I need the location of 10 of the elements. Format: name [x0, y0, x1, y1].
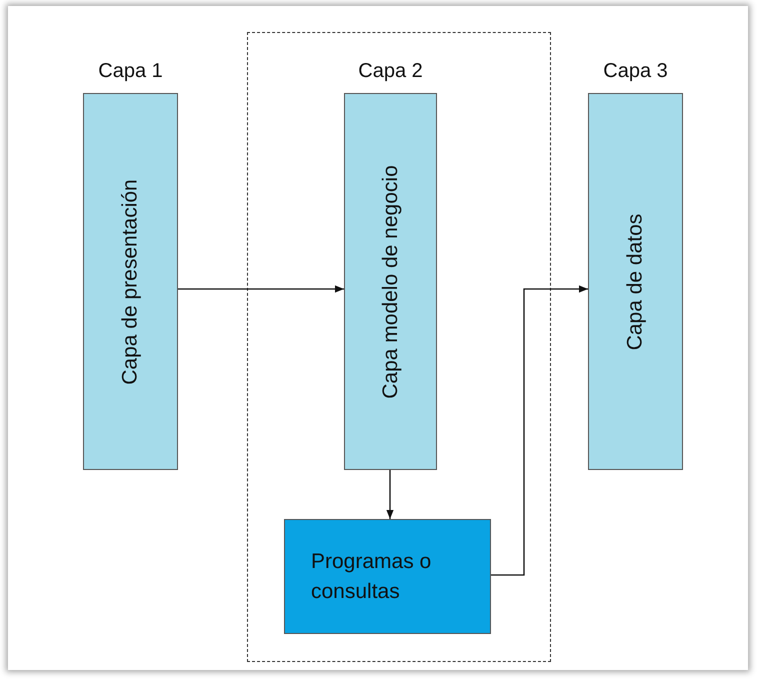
box-label: Capa modelo de negocio	[378, 164, 402, 398]
box-label: Capa de presentación	[118, 178, 142, 384]
arrow	[491, 285, 588, 576]
box-label: Capa de datos	[624, 213, 648, 350]
box-label: Programas o consultas	[310, 549, 432, 604]
layer-heading: Capa 3	[603, 60, 668, 83]
layer-heading: Capa 1	[98, 60, 163, 83]
arrow	[386, 470, 394, 519]
arrow	[178, 285, 344, 293]
layer-heading: Capa 2	[358, 60, 423, 83]
